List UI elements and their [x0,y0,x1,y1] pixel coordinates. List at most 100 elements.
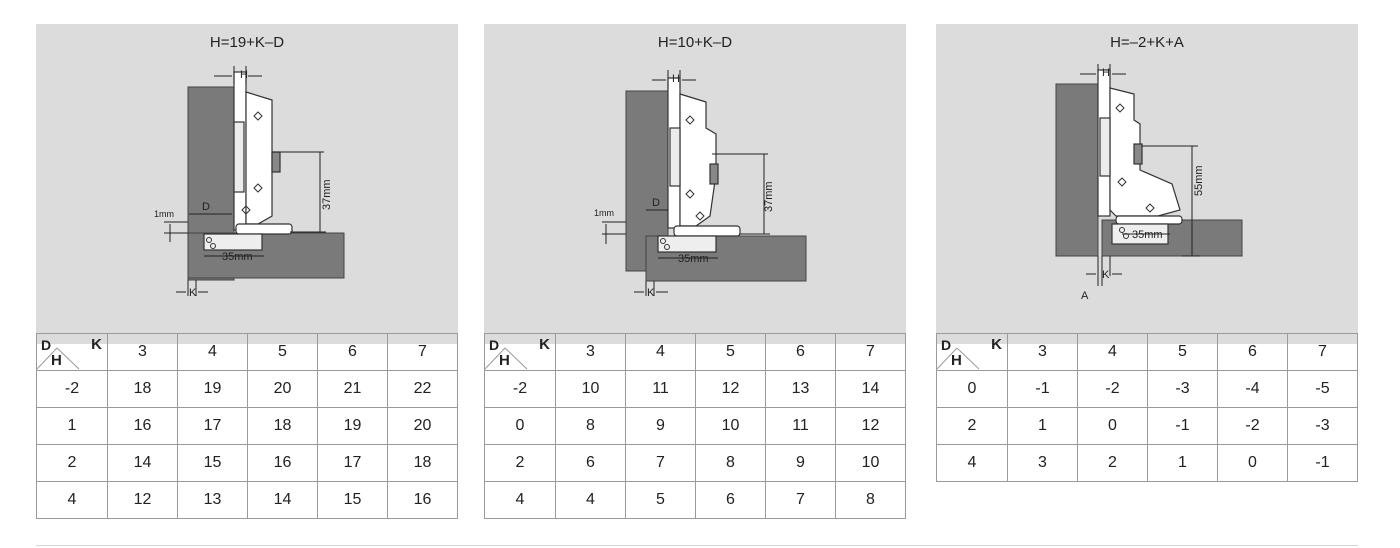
h-cell: 8 [695,444,766,482]
h-cell: 14 [247,481,318,519]
d-cell: 2 [936,407,1008,445]
h-cell: -1 [1287,444,1358,482]
k-header-cell: 3 [107,333,178,371]
dim-k-label: K [1102,269,1110,281]
h-cell: -2 [1217,407,1288,445]
h-cell: -4 [1217,370,1288,408]
h-cell: 14 [107,444,178,482]
table-header-row: D K H 3 4 5 6 7 [484,333,906,371]
h-cell: -3 [1147,370,1218,408]
h-cell: 7 [625,444,696,482]
table-row: 4 3 2 1 0 -1 [936,444,1358,482]
corner-k-label: K [991,336,1002,353]
h-cell: 10 [835,444,906,482]
h-cell: 19 [177,370,248,408]
divider-line [36,545,1358,546]
table-row: -2 10 11 12 13 14 [484,370,906,408]
h-cell: 8 [835,481,906,519]
h-cell: -2 [1077,370,1148,408]
hinge-diagram: H D 1mm 37mm 35mm K [594,70,807,299]
dim-d-label: D [652,197,660,209]
k-header-cell: 6 [1217,333,1288,371]
d-cell: 4 [936,444,1008,482]
k-header-cell: 7 [1287,333,1358,371]
dim-bore-label: 35mm [222,251,253,263]
d-cell: 4 [484,481,556,519]
dim-gap-label: 1mm [154,209,174,219]
values-table-full-overlay: D K H 3 4 5 6 7 -2 18 19 20 21 22 1 16 1… [36,333,458,519]
h-cell: 16 [387,481,458,519]
k-header-cell: 6 [317,333,388,371]
h-cell: -1 [1007,370,1078,408]
hinge-diagram: H D 1mm 37mm 35mm K [154,66,345,299]
table-corner-cell: D K H [936,333,1008,371]
h-cell: 4 [555,481,626,519]
k-header-cell: 3 [1007,333,1078,371]
corner-h-label: H [51,352,62,369]
h-cell: 18 [247,407,318,445]
h-cell: 9 [625,407,696,445]
h-cell: 5 [625,481,696,519]
dim-bore-label: 35mm [1132,229,1163,241]
h-cell: 6 [555,444,626,482]
dim-a-label: A [1081,290,1089,302]
h-cell: -3 [1287,407,1358,445]
k-header-cell: 7 [835,333,906,371]
k-header-cell: 6 [765,333,836,371]
hinge-diagram: H 55mm 35mm K A [1055,64,1243,302]
h-cell: -5 [1287,370,1358,408]
h-cell: 10 [695,407,766,445]
corner-h-label: H [951,352,962,369]
dim-k-label: K [647,287,655,299]
k-header-cell: 4 [177,333,248,371]
corner-d-label: D [489,337,500,353]
d-cell: 2 [484,444,556,482]
table-row: -2 18 19 20 21 22 [36,370,458,408]
d-cell: 0 [484,407,556,445]
h-cell: 12 [695,370,766,408]
h-cell: 14 [835,370,906,408]
corner-h-label: H [499,352,510,369]
k-header-cell: 5 [695,333,766,371]
h-cell: 17 [177,407,248,445]
corner-d-label: D [941,337,952,353]
dim-h-label: H [1102,67,1110,79]
formula: H=19+K–D [209,34,285,51]
k-header-cell: 7 [387,333,458,371]
dim-gap-label: 1mm [594,208,614,218]
corner-d-label: D [41,337,52,353]
table-header-row: D K H 3 4 5 6 7 [36,333,458,371]
h-cell: 11 [625,370,696,408]
h-cell: 13 [765,370,836,408]
d-cell: 4 [36,481,108,519]
h-cell: 15 [317,481,388,519]
h-cell: -1 [1147,407,1218,445]
table-row: 2 6 7 8 9 10 [484,444,906,482]
diagram-panel-inset: H=–2+K+A [936,24,1358,344]
d-cell: 1 [36,407,108,445]
corner-k-label: K [539,336,550,353]
table-row: 2 1 0 -1 -2 -3 [936,407,1358,445]
values-table-half-overlay: D K H 3 4 5 6 7 -2 10 11 12 13 14 0 8 9 … [484,333,906,519]
h-cell: 20 [247,370,318,408]
table-header-row: D K H 3 4 5 6 7 [936,333,1358,371]
d-cell: 0 [936,370,1008,408]
h-cell: 16 [107,407,178,445]
h-cell: 6 [695,481,766,519]
formula: H=–2+K+A [1110,34,1184,51]
table-row: 0 -1 -2 -3 -4 -5 [936,370,1358,408]
h-cell: 10 [555,370,626,408]
h-cell: 13 [177,481,248,519]
h-cell: 18 [107,370,178,408]
h-cell: 8 [555,407,626,445]
h-cell: 17 [317,444,388,482]
table-row: 4 4 5 6 7 8 [484,481,906,519]
dim-k-label: K [189,287,197,299]
h-cell: 18 [387,444,458,482]
k-header-cell: 5 [1147,333,1218,371]
table-corner-cell: D K H [36,333,108,371]
h-cell: 22 [387,370,458,408]
h-cell: 1 [1147,444,1218,482]
dim-h-label: H [672,73,680,85]
h-cell: 0 [1077,407,1148,445]
